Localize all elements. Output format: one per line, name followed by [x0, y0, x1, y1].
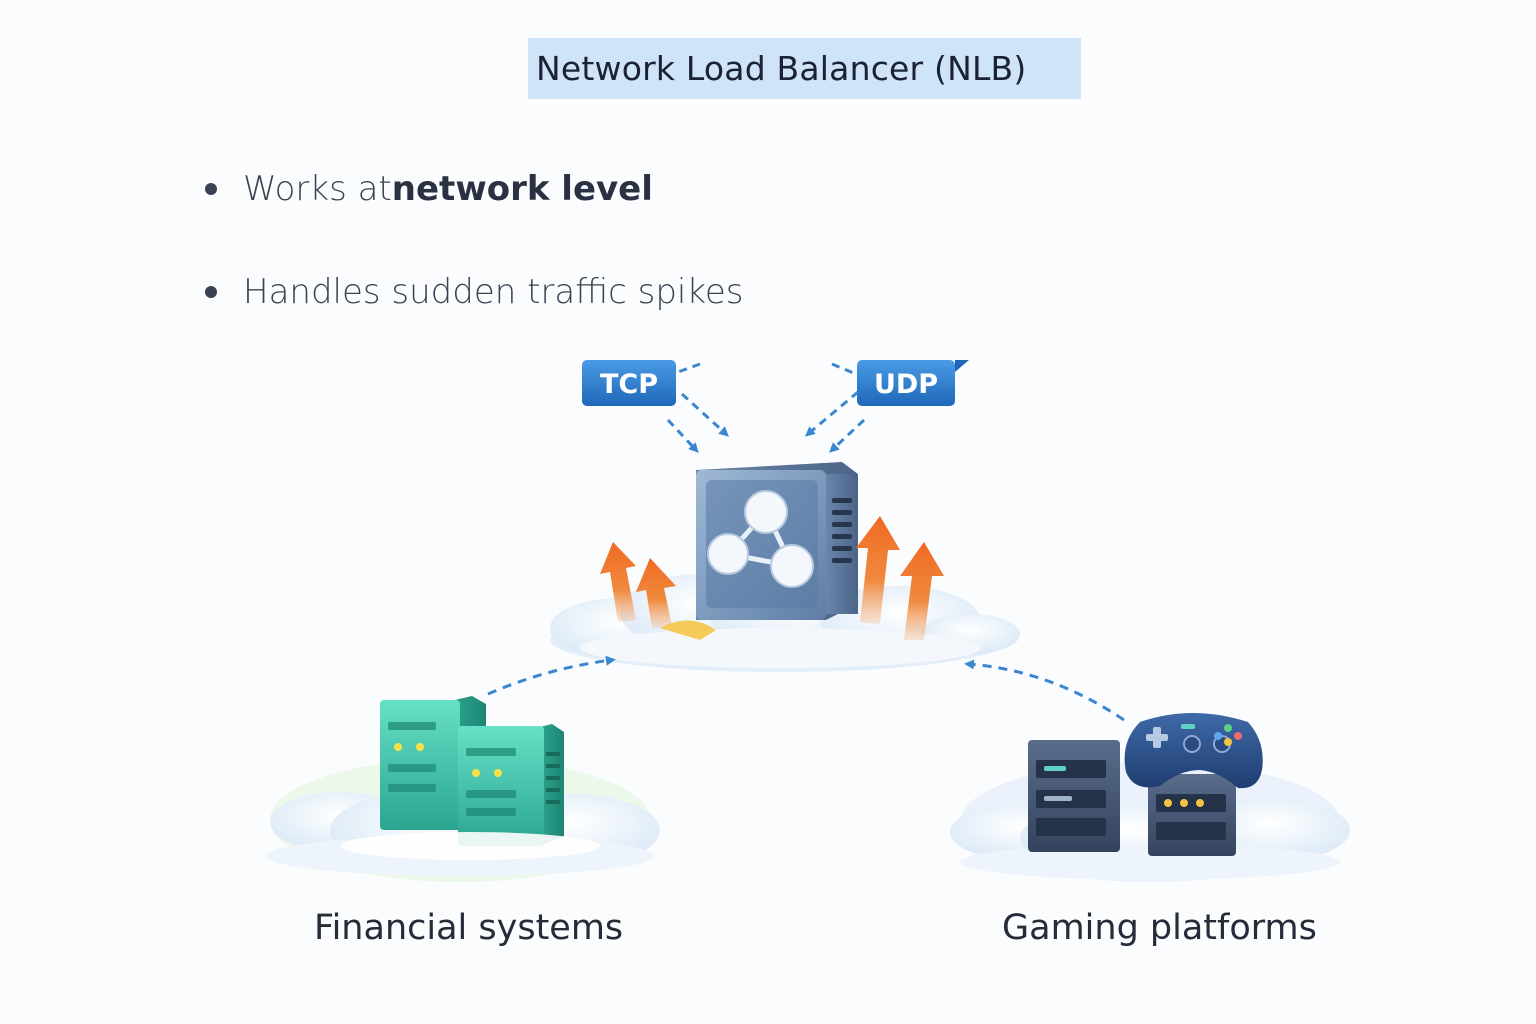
server-rack-icon — [340, 696, 600, 860]
tcp-label: TCP — [600, 369, 658, 400]
spike-arrow-icon — [856, 516, 900, 624]
bullet-item: Works at network level — [205, 165, 653, 213]
bullet-dot — [205, 183, 217, 195]
gaming-platforms-caption: Gaming platforms — [1002, 908, 1317, 948]
financial-to-nlb-arrow — [487, 655, 616, 696]
bullet-text-prefix: Works at — [243, 169, 392, 209]
title-banner: Network Load Balancer (NLB) — [528, 38, 1081, 99]
tcp-arrow-tail — [677, 362, 701, 374]
udp-badge: UDP — [857, 360, 969, 406]
load-balancer-server-icon — [696, 462, 858, 620]
tcp-badge: TCP — [582, 360, 676, 406]
traffic-spike-arrows — [600, 516, 944, 640]
game-controller-icon — [1124, 713, 1263, 789]
bullet-dot — [205, 286, 217, 298]
central-cloud — [550, 574, 1020, 672]
game-server-rack-icon — [1028, 740, 1236, 856]
tcp-arrow — [680, 392, 729, 437]
gaming-to-nlb-arrow — [964, 659, 1125, 722]
udp-arrow — [804, 390, 859, 437]
spike-arrow-icon — [900, 542, 944, 640]
financial-systems-caption: Financial systems — [314, 908, 624, 948]
bullet-text: Handles sudden traffic spikes — [243, 272, 744, 312]
spark-glow — [660, 620, 716, 640]
protocol-arrows — [666, 362, 866, 453]
spike-arrow-icon — [636, 558, 676, 628]
udp-label: UDP — [874, 369, 938, 400]
tcp-arrow-2 — [666, 418, 699, 453]
bullet-item: Handles sudden traffic spikes — [205, 268, 744, 316]
page-title: Network Load Balancer (NLB) — [536, 49, 1027, 88]
connection-arrows — [487, 655, 1125, 722]
udp-arrow-tail — [831, 362, 857, 376]
spike-arrow-icon — [600, 542, 636, 622]
bullet-text-bold: network level — [391, 169, 653, 209]
udp-arrow-2 — [829, 418, 866, 453]
network-nodes-icon — [707, 490, 814, 588]
